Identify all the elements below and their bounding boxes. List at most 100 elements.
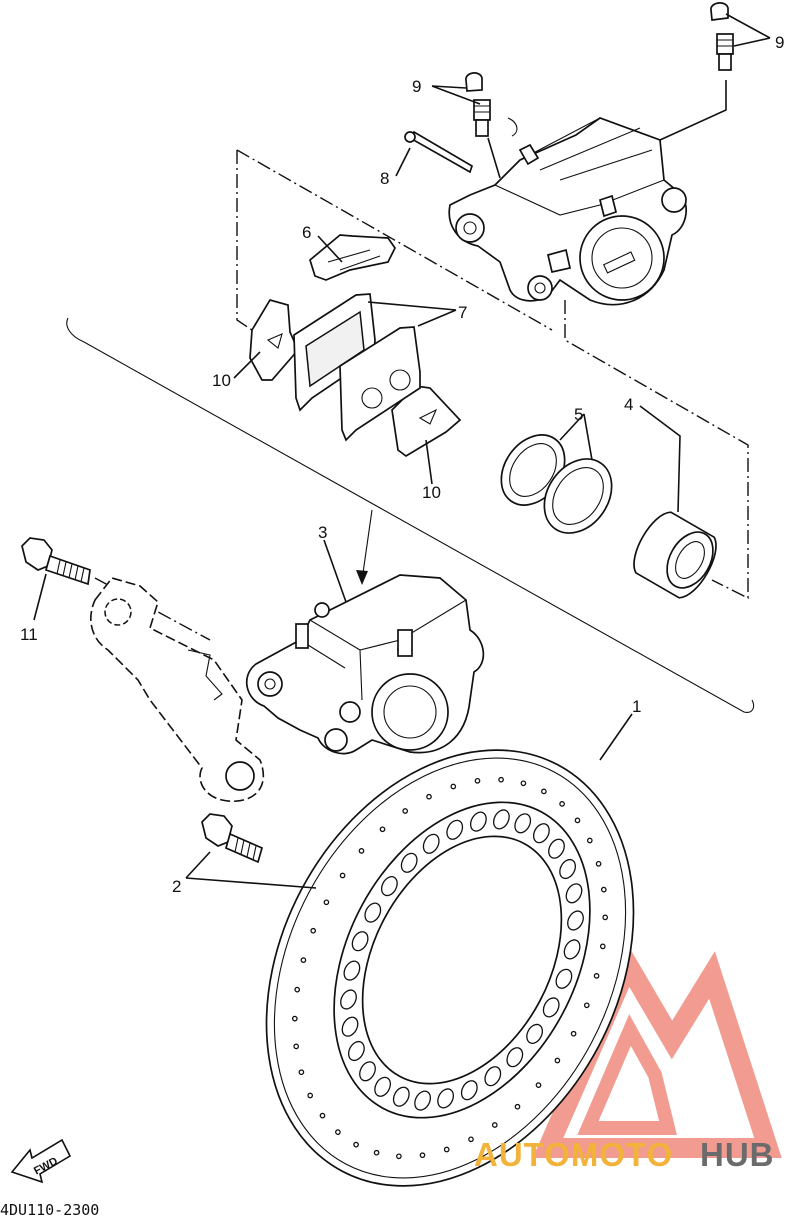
callout-9-top: 9: [775, 33, 784, 52]
disc-hole: [602, 914, 609, 921]
disc-hole: [319, 1112, 326, 1119]
disc-hole: [323, 899, 330, 906]
disc-hole: [450, 783, 457, 790]
callout-3: 3: [318, 523, 327, 542]
arrow-down-to-caliper: [361, 509, 373, 581]
disc-hole: [364, 902, 382, 923]
disc-hole: [535, 1082, 542, 1088]
disc-hole: [437, 1088, 455, 1109]
disc-hole: [373, 1149, 380, 1156]
disc-hole: [514, 1103, 521, 1110]
disc-hole: [570, 1030, 577, 1037]
disc-hole: [506, 1047, 524, 1068]
callout-2: 2: [172, 877, 181, 896]
disc-hole: [402, 808, 409, 814]
disc-hole: [351, 931, 369, 952]
fwd-arrow-icon: FWD: [10, 1138, 72, 1184]
disc-hole: [520, 780, 527, 787]
disc-hole: [400, 852, 418, 873]
disc-hole: [353, 1141, 359, 1148]
disc-hole: [559, 801, 565, 807]
disc-holes-outer: [291, 776, 609, 1160]
assembly-leader-piston: [564, 300, 749, 600]
group-boundary-line: [66, 317, 755, 713]
disc-hole: [567, 910, 584, 931]
disc-hole: [491, 1122, 498, 1128]
disc-hole: [548, 838, 565, 859]
disc-hole: [600, 886, 607, 893]
bleed-screw-mid: [465, 72, 518, 179]
disc-hole: [343, 960, 361, 981]
disc-hole: [599, 943, 606, 950]
disc-hole: [379, 826, 386, 833]
disc-hole: [380, 876, 398, 897]
disc-hole: [347, 1040, 365, 1062]
callout-10-bottom: 10: [422, 483, 441, 502]
disc-hole: [422, 833, 440, 854]
callout-leaders: [33, 13, 771, 889]
disc-hole: [532, 823, 550, 844]
caliper-piston: [633, 511, 717, 599]
piston-seals: [500, 434, 613, 534]
callout-5: 5: [574, 405, 583, 424]
bleed-screw-top: [659, 2, 734, 141]
disc-hole: [563, 939, 581, 960]
brake-pad-front: [339, 326, 421, 442]
disc-hole: [469, 811, 487, 832]
upper-caliper: [448, 117, 688, 306]
pad-spring: [309, 234, 396, 281]
callout-10-left: 10: [212, 371, 231, 390]
disc-hole: [492, 809, 510, 830]
disc-hole: [339, 872, 346, 879]
disc-hole: [554, 1057, 561, 1064]
disc-hole: [443, 1146, 450, 1153]
disc-hole: [396, 1153, 402, 1160]
disc-hole: [446, 819, 464, 840]
disc-hole: [460, 1080, 478, 1101]
disc-hole: [474, 777, 481, 784]
disc-hole: [291, 1015, 298, 1022]
disc-hole: [335, 1129, 341, 1135]
disc-hole: [358, 848, 365, 854]
disc-hole: [310, 927, 317, 934]
disc-hole: [593, 973, 600, 979]
disc-hole: [341, 1016, 359, 1037]
callout-8: 8: [380, 169, 389, 188]
diagram-code: 4DU110-2300: [0, 1201, 99, 1218]
disc-hole: [526, 1023, 544, 1044]
disc-hole: [340, 989, 357, 1010]
disc-hole: [586, 837, 593, 844]
lower-caliper: [245, 574, 485, 755]
disc-hole: [414, 1090, 432, 1111]
disc-hole: [359, 1061, 376, 1082]
disc-hole: [498, 776, 504, 783]
callout-1: 1: [632, 697, 641, 716]
disc-hole: [293, 1043, 300, 1050]
disc-hole: [307, 1092, 314, 1099]
disc-hole: [300, 957, 307, 963]
disc-hole: [374, 1076, 392, 1097]
callout-11: 11: [20, 625, 38, 644]
callout-4: 4: [624, 395, 633, 414]
disc-hole: [294, 986, 301, 993]
disc-hole: [426, 793, 432, 800]
disc-hole: [542, 997, 560, 1018]
callout-6: 6: [302, 223, 311, 242]
wordmark-right: HUB: [700, 1136, 775, 1173]
assembly-leader-bolt: [94, 577, 211, 641]
disc-hole: [468, 1136, 474, 1143]
assembly-leader-left: [236, 150, 253, 331]
disc-hole: [419, 1152, 426, 1159]
arrow-head: [356, 570, 368, 585]
caliper-bracket: [90, 577, 265, 802]
pad-pin: [404, 130, 474, 174]
disc-hole: [559, 858, 577, 880]
bracket-bolt: [21, 537, 91, 586]
disc-hole: [574, 817, 581, 824]
brake-disc: [265, 749, 635, 1187]
callout-9-mid: 9: [412, 77, 421, 96]
disc-hole: [583, 1002, 590, 1009]
disc-hole: [514, 813, 532, 834]
pad-shim-left: [249, 299, 299, 381]
